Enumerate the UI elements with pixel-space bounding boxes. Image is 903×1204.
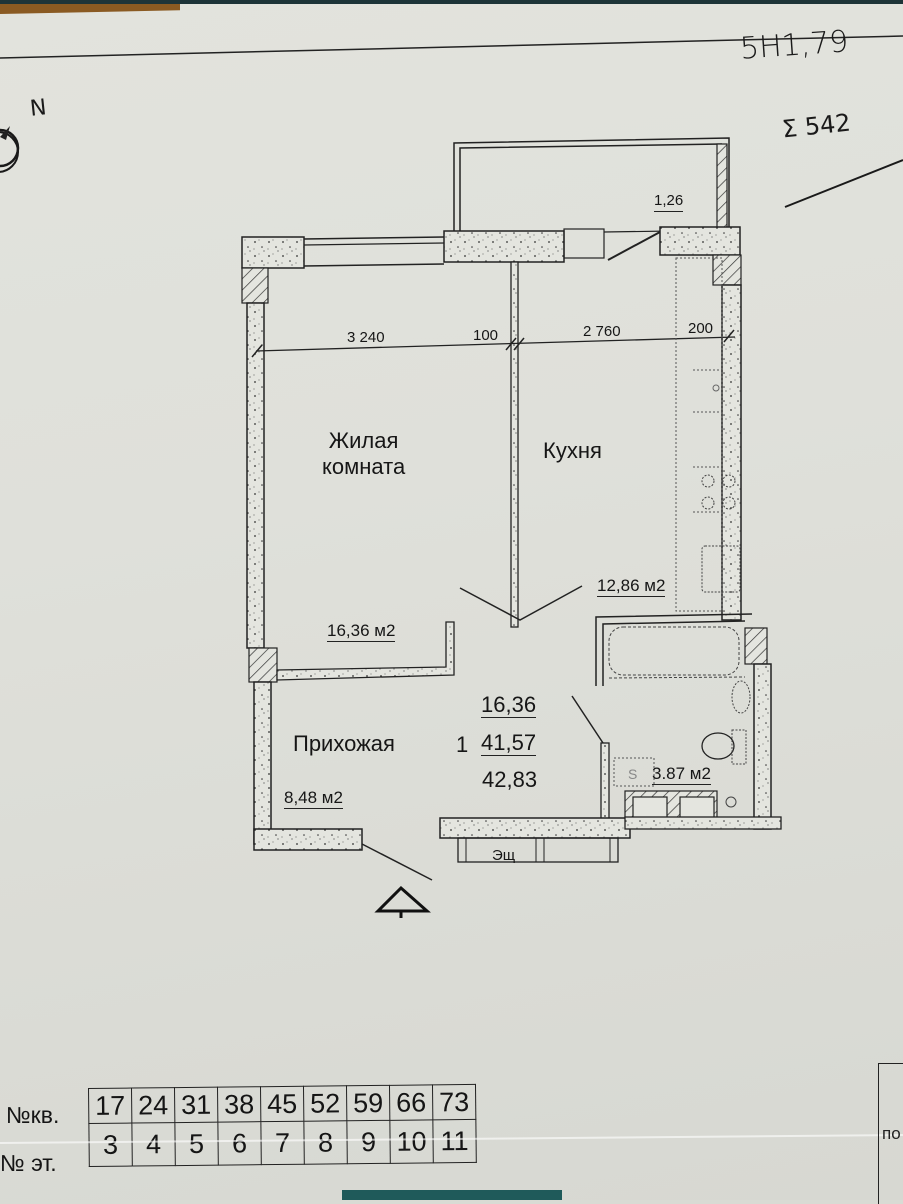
summary-total-area: 41,57 [481, 730, 537, 756]
room-living-name-line1: Жилая [328, 428, 399, 453]
summary-rooms-count: 1 [456, 732, 469, 757]
apartment-number: 17 [88, 1088, 132, 1124]
apartment-number: 73 [432, 1084, 476, 1120]
room-living-area: 16,36 м2 [327, 621, 396, 642]
room-bathroom-area: 3.87 м2 [652, 764, 711, 785]
floor-number: 4 [131, 1122, 176, 1167]
summary-total-with-balcony: 42,83 [482, 767, 538, 792]
table-apartment-label: №кв. [6, 1102, 60, 1128]
table-row-floors: 3 4 5 6 7 8 9 10 11 [88, 1119, 477, 1167]
apartment-number: 38 [217, 1086, 261, 1123]
table-row-apartments: 17 24 31 38 45 52 59 66 73 [88, 1084, 476, 1124]
balcony-area: 1,26 [654, 192, 684, 212]
floor-number: 3 [88, 1123, 133, 1167]
dimension-wall: 200 [688, 320, 714, 337]
apartment-number: 52 [303, 1085, 347, 1122]
floor-number: 11 [432, 1119, 477, 1163]
apartment-number: 31 [174, 1087, 218, 1123]
dimension-living-width: 3 240 [347, 329, 385, 346]
room-kitchen-area: 12,86 м2 [597, 576, 666, 597]
apartment-number: 24 [131, 1087, 175, 1124]
room-kitchen-name: Кухня [543, 438, 602, 463]
floor-number: 8 [303, 1120, 348, 1165]
apartment-number: 66 [389, 1084, 433, 1121]
floor-number: 5 [174, 1122, 219, 1166]
floor-number: 6 [217, 1121, 262, 1166]
compass-icon [0, 126, 20, 173]
dimension-partition: 100 [473, 327, 499, 344]
room-hall-area: 8,48 м2 [284, 788, 343, 809]
summary-living-area: 16,36 [481, 692, 537, 718]
top-border [0, 0, 903, 4]
room-living-name-line2: комната [322, 454, 406, 479]
table-floor-label: № эт. [0, 1150, 57, 1176]
adjacent-table-fragment [878, 1063, 903, 1204]
floor-number: 7 [260, 1121, 305, 1165]
adjacent-table-text: по [882, 1124, 901, 1143]
room-hall-name: Прихожая [293, 731, 395, 756]
bottom-overlay-bar [342, 1190, 562, 1200]
apartment-floor-table: 17 24 31 38 45 52 59 66 73 3 4 5 6 7 8 9… [88, 1084, 477, 1167]
apartment-number: 59 [346, 1085, 390, 1121]
floor-number: 10 [389, 1119, 434, 1164]
electrical-shaft-label: Эщ [492, 847, 516, 864]
apartment-number: 45 [260, 1086, 304, 1122]
paper-sheet [0, 3, 903, 1200]
floor-number: 9 [346, 1120, 391, 1164]
svg-text:S: S [628, 766, 637, 782]
entrance-arrow-icon [374, 885, 431, 918]
compass-north-label: N [28, 95, 48, 122]
dimension-kitchen-width: 2 760 [583, 323, 621, 340]
room-living-name: Жилая комната [322, 428, 405, 480]
